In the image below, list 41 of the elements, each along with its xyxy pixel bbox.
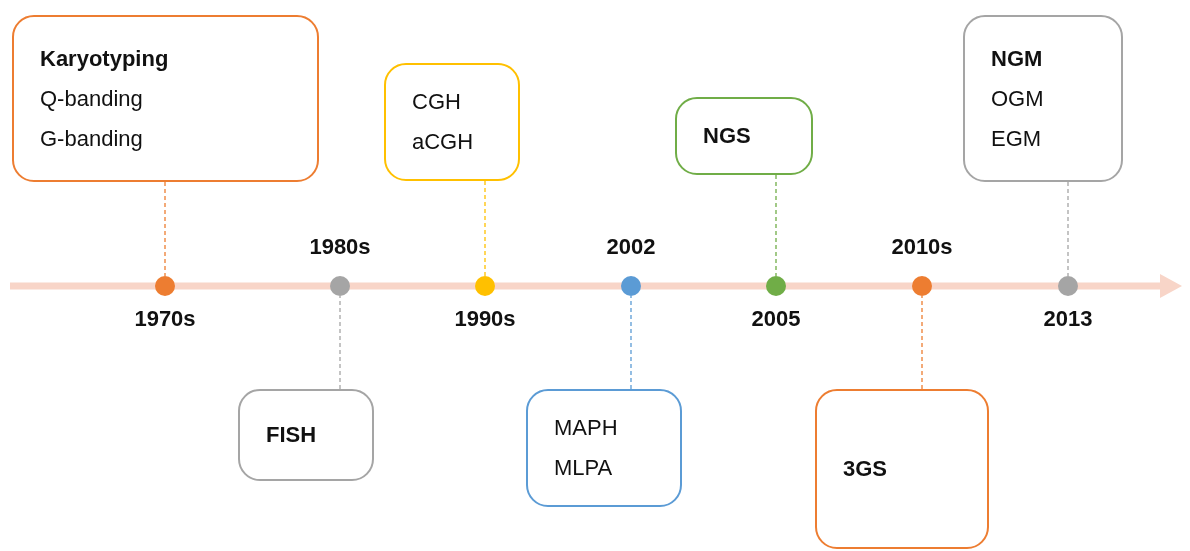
leader-line — [484, 180, 486, 277]
timeline-dot — [1058, 276, 1078, 296]
year-label: 2002 — [606, 234, 656, 260]
timeline-dot — [475, 276, 495, 296]
year-label: 1980s — [309, 234, 371, 260]
method-heading: 3GS — [843, 455, 889, 483]
year-label: 2010s — [891, 234, 953, 260]
leader-line — [921, 295, 923, 390]
milestone-box — [238, 389, 374, 481]
method-heading: NGM — [991, 44, 1044, 73]
timeline-dot — [155, 276, 175, 296]
method-heading: Karyotyping — [40, 44, 170, 73]
leader-line — [339, 295, 341, 390]
method-label: MLPA — [554, 454, 614, 482]
year-label: 2005 — [751, 306, 801, 332]
leader-line — [775, 174, 777, 277]
leader-line — [630, 295, 632, 390]
method-heading: FISH — [266, 421, 318, 449]
leader-line — [164, 181, 166, 277]
timeline-dot — [766, 276, 786, 296]
timeline-dot — [621, 276, 641, 296]
year-label: 1970s — [134, 306, 196, 332]
method-heading: NGS — [703, 122, 752, 150]
year-label: 2013 — [1043, 306, 1093, 332]
method-label: CGH — [412, 88, 462, 116]
milestone-box — [963, 15, 1123, 182]
milestone-box — [384, 63, 520, 181]
method-label: EGM — [991, 124, 1043, 153]
method-label: G-banding — [40, 124, 144, 153]
method-label: aCGH — [412, 128, 475, 156]
milestone-box — [526, 389, 682, 507]
leader-line — [1067, 181, 1069, 277]
milestone-box — [675, 97, 813, 175]
milestone-box — [815, 389, 989, 549]
method-label: MAPH — [554, 414, 619, 442]
timeline-dot — [330, 276, 350, 296]
method-label: Q-banding — [40, 84, 144, 113]
timeline-dot — [912, 276, 932, 296]
year-label: 1990s — [454, 306, 516, 332]
milestone-box — [12, 15, 319, 182]
method-label: OGM — [991, 84, 1045, 113]
